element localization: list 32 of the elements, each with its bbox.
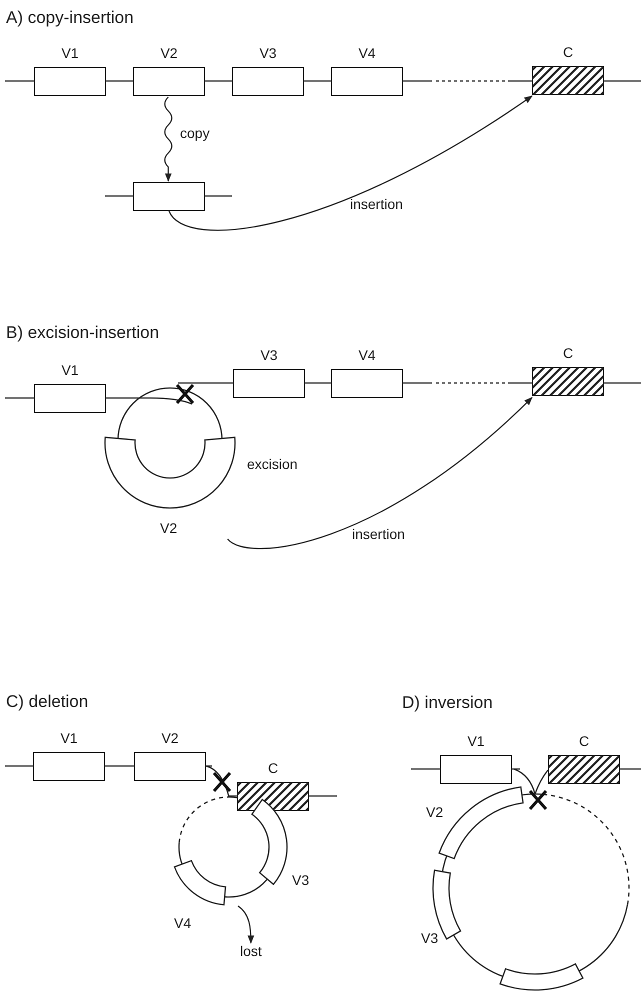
arrow [227,396,533,550]
panel-heading: A) copy-insertion [6,8,134,28]
gene-label: V3 [259,347,279,363]
gene-label: V3 [258,45,278,61]
gene-label: C [266,760,280,776]
gene-label: C [578,733,590,749]
gene-label: V2 [159,45,179,61]
panel-heading: C) deletion [6,692,88,712]
panel-heading: B) excision-insertion [6,323,160,343]
gene-label: V1 [60,362,80,378]
edge-label: insertion [352,526,405,542]
gene-label: V1 [59,730,79,746]
edge-label: insertion [350,196,403,212]
gene-label: V1 [466,733,486,749]
fate-label: lost [240,943,262,959]
process-label: excision [247,456,298,472]
gene-label: V3 [421,930,438,946]
edge-label: copy [180,125,210,141]
gene-label: C [562,44,574,60]
gene-label: V2 [426,804,444,820]
arrow [238,906,254,944]
gene-label: V2 [160,520,178,536]
gene-label: V2 [160,730,180,746]
gene-label: V4 [174,915,192,931]
panel-heading: D) inversion [402,693,493,713]
gene-label: C [562,345,574,361]
arrow [164,96,172,182]
gene-label: V4 [357,347,377,363]
gene-label: V3 [292,872,310,888]
arrow [168,96,533,231]
gene-label: V4 [357,45,377,61]
gene-label: V1 [60,45,80,61]
